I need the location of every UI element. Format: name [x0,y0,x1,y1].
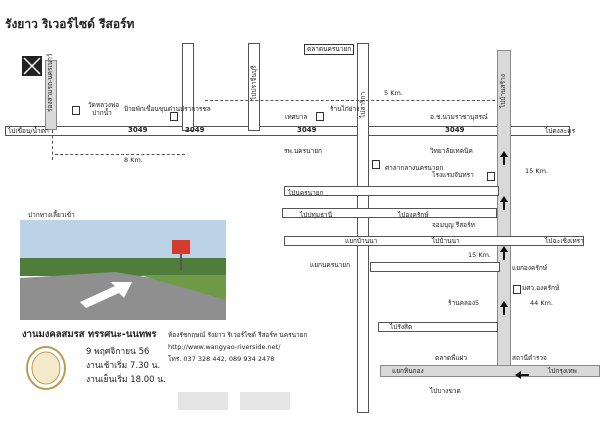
dashed-route-top [205,100,495,101]
label-to-prachin: ไปปราจีนบุรี [250,65,258,100]
arrow-up-icon-3 [500,245,508,260]
label-to-bangkok: ไปกรุงเทพ [548,367,577,375]
label-nakhon-nayok-junction: แยกนครนายก [310,261,351,269]
arrow-up-icon-4 [500,300,508,315]
arrow-left-icon [515,364,529,379]
label-3049-a: 3049 [128,126,148,134]
landmark-square-1 [72,106,80,115]
label-15km-b: 15 Km. [468,251,491,259]
landmark-police: สถานีตำรวจ [512,354,547,362]
landmark-square-3 [316,112,324,121]
landmark-resort: จอมบุญ รีสอร์ท [432,221,475,229]
venue: ห้องรัชกฤษณ์ รังยาว ริเวอร์ไซด์ รีสอร์ท … [168,331,308,339]
event-title: งานมงคลสมรส ทรรศนะ-นนทพร [22,329,157,340]
landmark-market: ตลาดนครนายก [304,44,355,55]
label-to-waterfall: ไปเขื่อน/น้ำตก [8,127,49,135]
blurred-region [178,392,228,410]
landmark-square-2 [170,112,178,121]
event-evening: งานเย็นเริ่ม 18.00 น. [86,375,166,385]
road-main-vertical-left [45,60,57,130]
arrow-up-icon [500,150,508,165]
website: http://www.wangyao-riverside.net/ [168,343,281,351]
label-to-ban-na: ไปบ้านนา [432,237,460,245]
road-horizontal-7 [378,322,498,332]
dashed-drop [52,130,53,160]
label-3049-c: 3049 [297,126,317,134]
road-vertical-2 [182,43,194,131]
label-ongkharak-junction: แยกองครักษ์ [512,264,548,272]
road-3049 [5,126,570,136]
label-44km: 44 Km. [530,299,553,307]
road-horizontal-2 [284,186,499,196]
landmark-swu: มศว.องครักษ์ [522,284,560,292]
phone: โทร. 037 328 442, 089 934 2478 [168,355,275,363]
landmark-kl5: ร้านคลอง5 [448,299,480,307]
landmark-shop: ร้านไก่ย่าง [330,105,360,113]
label-15km-a: 15 Km. [525,167,548,175]
event-date: 9 พฤศจิกายน 56 [86,347,150,357]
label-to-dong: ไปดงละคร [545,127,576,135]
label-sarika: ไปสาริกา [359,91,367,118]
event-morning: งานเช้าเริ่ม 7.30 น. [86,361,161,371]
label-station: ร่องสามรถ-นครเนาว์ [46,53,54,113]
landmark-market-2: ตลาดพี่แผ่ว [435,354,468,362]
label-ban-na: แยกบ้านนา [345,237,378,245]
landmark-hotel: โรงแรมจันทรา [432,171,474,179]
landmark-bang-kong: ไปบางขวด [430,387,461,395]
landmark-dam: ป้ายพักเขื่อนขุนด่านปราการชล [124,105,211,113]
resort-marker-icon [22,56,42,76]
label-to-rangsit: ไปรังสิต [390,323,413,331]
road-horizontal-5 [370,262,500,272]
landmark-square-4 [372,160,380,169]
landmark-college: วิทยาลัยเทคนิค [430,147,473,155]
road-vertical-4 [357,43,369,413]
photo-caption: ปากทางเลี้ยวเข้า [28,211,75,219]
landmark-city-hall: ศาลากลางนครนายก [385,164,444,172]
label-hin-kong: แยกหินกอง [392,367,424,375]
label-to-ongkharak: ไปองครักษ์ [398,211,429,219]
landmark-school: อ.ช.นวมราชานุสรณ์ [430,113,488,121]
landmark-square-5 [487,172,495,181]
landmark-wat: วัดหลวงพ่อ [88,101,120,109]
blurred-region-2 [240,392,290,410]
resort-title: รังยาว ริเวอร์ไซด์ รีสอร์ท [5,17,135,31]
arrow-up-icon-2 [500,195,508,210]
label-3049-b: 3049 [185,126,205,134]
label-to-nakhon-nayok: ไปนครนายก [288,189,324,197]
landmark-square-6 [513,285,521,294]
road-horizontal-3 [282,208,497,218]
road-vertical-3 [248,43,260,131]
label-5km: 5 Km. [384,89,403,97]
label-3049-d: 3049 [445,126,465,134]
landmark-municipal: เทศบาล [285,113,308,121]
label-ban-sang: ไปบ้านสร้าง [499,74,507,108]
landmark-pak-nam: ปากน้ำ [92,109,112,117]
label-to-chachoengsao: ไปฉะเชิงเทรา [545,237,584,245]
landmark-hospital: รพ.นครนายก [284,147,322,155]
monogram-logo-icon [25,345,67,391]
road-horizontal-4 [284,236,584,246]
dashed-route-8km [55,154,185,155]
label-to-pathum: ไปปทุมธานี [300,211,333,219]
turn-in-photo [20,220,226,320]
label-8km: 8 Km. [124,156,143,164]
